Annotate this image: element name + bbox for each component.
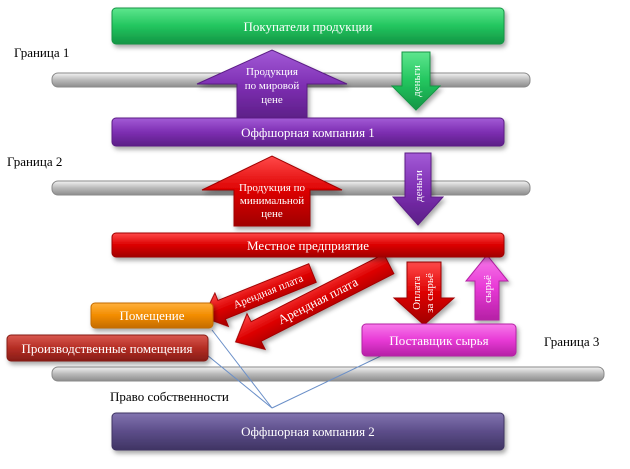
buyers-box: Покупатели продукции xyxy=(111,7,505,45)
border-3-label: Граница 3 xyxy=(544,334,599,349)
ownership-lines xyxy=(206,329,386,409)
production-premises-box: Производственные помещения xyxy=(6,334,209,362)
raw-payment-label-1: Оплата xyxy=(411,276,423,310)
money-down-arrow-2 xyxy=(391,152,445,226)
local-enterprise-box-label: Местное предприятие xyxy=(247,238,369,253)
money-down-arrow-1 xyxy=(390,51,442,111)
offshore-2-box: Оффшорная компания 2 xyxy=(111,412,505,451)
offshore-1-box: Оффшорная компания 1 xyxy=(111,117,505,147)
production-premises-box-label: Производственные помещения xyxy=(21,341,192,356)
product-world-price-label-1: Продукция xyxy=(246,66,298,78)
premises-box: Помещение xyxy=(90,302,214,329)
product-min-price-label-3: цене xyxy=(261,208,283,220)
product-min-price-label-2: минимальной xyxy=(240,195,304,207)
product-world-price-label-3: цене xyxy=(261,94,283,106)
border-bar-3 xyxy=(51,366,605,382)
money-label-1: деньги xyxy=(411,65,423,97)
supplier-box: Поставщик сырья xyxy=(361,323,517,357)
supplier-box-label: Поставщик сырья xyxy=(389,333,488,348)
product-min-price-arrow xyxy=(201,155,343,227)
raw-payment-arrow xyxy=(392,261,456,326)
border-2-label: Граница 2 xyxy=(7,154,62,169)
product-min-price-label-1: Продукция по xyxy=(239,182,306,194)
money-label-2: деньги xyxy=(413,170,425,202)
raw-payment-label-2: за сырьё xyxy=(424,273,436,313)
buyers-box-label: Покупатели продукции xyxy=(244,19,373,34)
raw-materials-label: сырьё xyxy=(482,275,494,303)
border-1-label: Граница 1 xyxy=(14,45,69,60)
ownership-label: Право собственности xyxy=(110,389,229,404)
offshore-2-box-label: Оффшорная компания 2 xyxy=(241,424,375,439)
raw-materials-arrow xyxy=(464,254,510,321)
local-enterprise-box: Местное предприятие xyxy=(111,232,505,258)
premises-box-label: Помещение xyxy=(119,308,184,323)
product-world-price-label-2: по мировой xyxy=(245,80,300,92)
product-world-price-arrow xyxy=(196,49,348,121)
offshore-1-box-label: Оффшорная компания 1 xyxy=(241,125,375,140)
